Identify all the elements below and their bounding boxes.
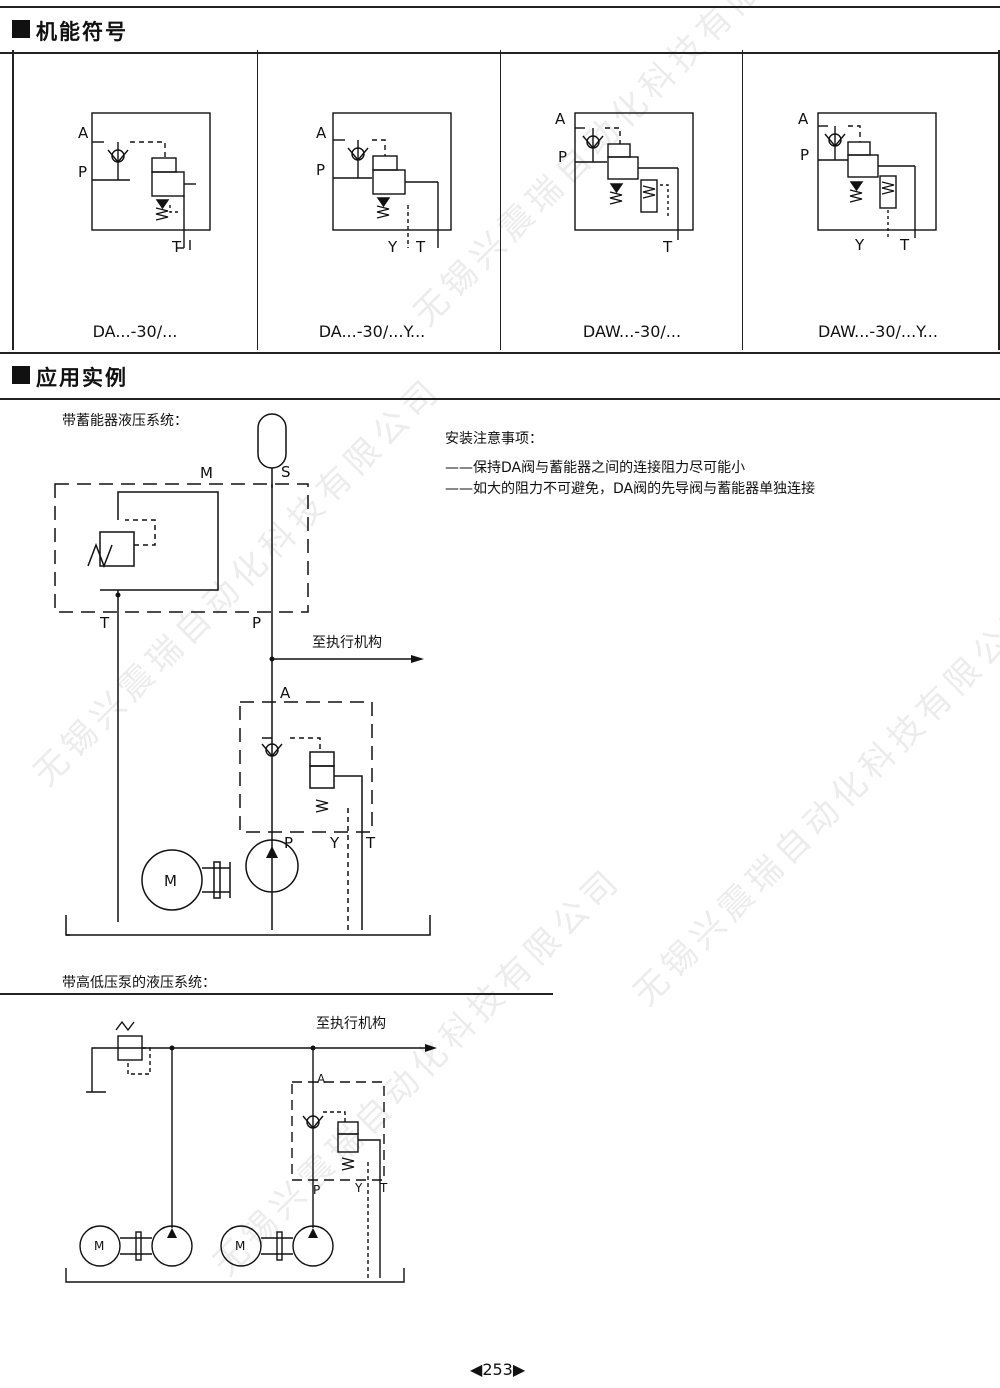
svg-text:A: A [280, 684, 291, 702]
svg-text:T: T [662, 238, 673, 256]
svg-text:T: T [415, 238, 426, 256]
svg-text:A: A [316, 124, 327, 142]
prev-arrow-icon: ◀ [470, 1360, 483, 1379]
svg-text:A: A [798, 110, 809, 128]
symbol-daw [574, 112, 694, 240]
port-a-label: A [78, 124, 89, 142]
section-marker [12, 20, 30, 38]
symbol-table [12, 50, 1000, 350]
symbol-da-y [332, 112, 452, 248]
section-header-examples: 应用实例 [0, 352, 1000, 400]
svg-text:A: A [317, 1072, 326, 1086]
svg-text:M: M [94, 1239, 104, 1253]
svg-text:P: P [313, 1183, 320, 1197]
svg-text:Y: Y [354, 1181, 363, 1195]
svg-text:Y: Y [854, 236, 865, 254]
example1-caption: 带蓄能器液压系统： [62, 413, 188, 429]
notes-title: 安装注意事项： [445, 431, 543, 447]
svg-text:Y: Y [387, 238, 398, 256]
svg-text:M: M [200, 464, 213, 482]
svg-text:M: M [235, 1239, 245, 1253]
function-symbols-diagram: A P T A P Y T A P T [78, 110, 937, 256]
example2-to-actuator: 至执行机构 [316, 1016, 386, 1032]
symbol-label-da: DA...-30/... [92, 322, 178, 341]
symbol-label-daw: DAW...-30/... [582, 322, 682, 341]
svg-text:P: P [316, 161, 325, 179]
svg-text:P: P [800, 146, 809, 164]
note-item-2: ——如大的阻力不可避免，DA阀的先导阀与蓄能器单独连接 [445, 481, 816, 497]
example2-caption: 带高低压泵的液压系统： [62, 975, 216, 991]
svg-text:Y: Y [329, 834, 340, 852]
next-arrow-icon: ▶ [512, 1360, 526, 1379]
svg-text:T: T [379, 1181, 388, 1195]
high-low-pump-system-diagram: A P Y T M M [65, 1020, 437, 1283]
page-number: ◀253▶ [470, 1360, 526, 1379]
symbol-label-daw-y: DAW...-30/...Y... [818, 322, 938, 341]
port-p-label: P [78, 163, 87, 181]
svg-text:P: P [252, 614, 261, 632]
svg-text:T: T [899, 236, 910, 254]
accumulator-system-diagram: M S T P A P Y T M [54, 413, 431, 936]
section-title: 应用实例 [36, 366, 128, 390]
svg-text:P: P [284, 834, 293, 852]
svg-text:M: M [164, 872, 177, 890]
svg-text:T: T [365, 834, 376, 852]
port-t-label: T [171, 238, 182, 256]
symbol-da [91, 112, 211, 250]
note-item-1: ——保持DA阀与蓄能器之间的连接阻力尽可能小 [445, 460, 746, 476]
section-title: 机能符号 [36, 20, 128, 44]
watermark: 无锡兴震瑞自动化科技有限公司 [625, 589, 1000, 1014]
section-marker [12, 366, 30, 384]
svg-text:T: T [99, 614, 110, 632]
symbol-daw-y [817, 112, 937, 238]
svg-text:S: S [281, 463, 291, 481]
example1-to-actuator: 至执行机构 [312, 635, 382, 651]
svg-text:P: P [558, 148, 567, 166]
svg-text:A: A [555, 110, 566, 128]
section-header-symbols: 机能符号 [0, 6, 1000, 54]
symbol-label-da-y: DA...-30/...Y... [318, 322, 426, 341]
example-divider [0, 993, 553, 995]
